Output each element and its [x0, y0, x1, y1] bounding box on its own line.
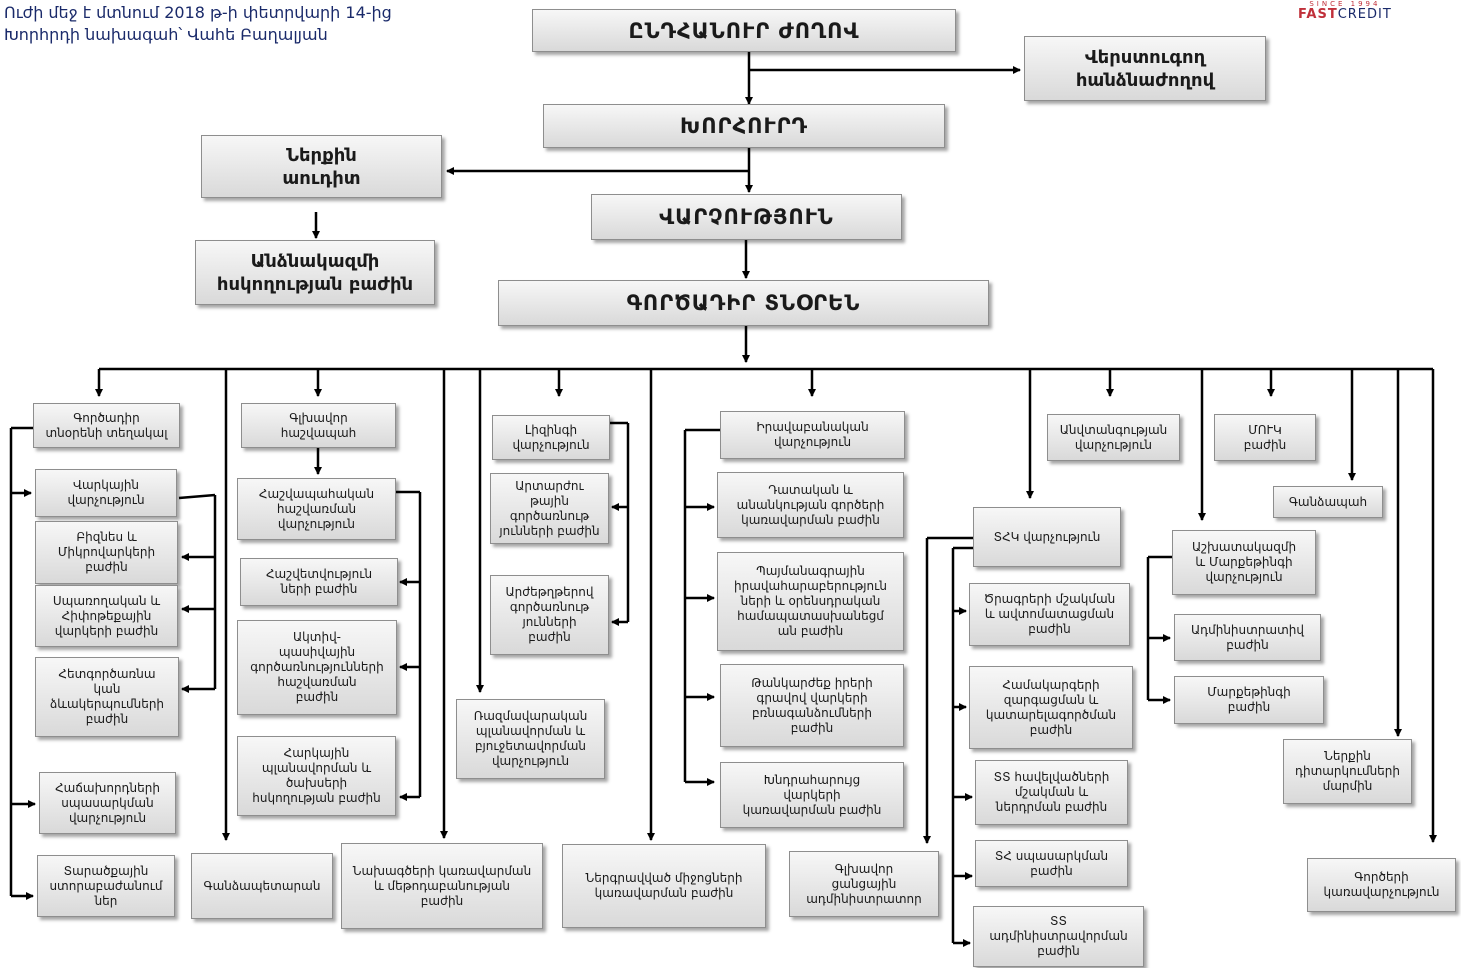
client-service-box: Հաճախորդների սպասարկման վարչություն	[39, 772, 176, 834]
general-meeting-box: ԸՆԴՀԱՆՈՒՐ ԺՈՂՈՎ	[532, 9, 956, 52]
legal-dept-box: Իրավաբանական վարչություն	[720, 411, 905, 459]
collateral-credit-box: Թանկարժեք իրերի գրավով վարկերի բռնագանձո…	[720, 664, 904, 747]
court-assets-box: Դատական և անանկության գործերի կառավարման…	[717, 472, 904, 538]
marketing-dept-box: Մարքեթինգի բաժին	[1174, 676, 1324, 724]
consumer-mortgage-box: Սպառողական և Հիփոթեքային վարկերի բաժին	[35, 585, 178, 647]
it-dept-box: ՏՀԿ վարչություն	[973, 507, 1121, 567]
internal-audit-box: Ներքին աուդիտ	[201, 135, 442, 198]
compliance-box: Անձնակազմի հսկողության բաժին	[195, 240, 435, 305]
it-support-box: ՏՏ հավելվածների մշակման և ներդրման բաժին	[975, 760, 1128, 825]
company-logo: SINCE 1994 FASTCREDIT	[1298, 0, 1392, 22]
business-micro-box: Բիզնես և Միկրովարկերի բաժին	[35, 521, 178, 584]
deputy-ceo-box: Գործադիր տնօրենի տեղակալ	[33, 403, 180, 448]
securities-ops-box: Արժեթղթերով գործառնութ յունների բաժին	[490, 575, 609, 655]
council-box: ԽՈՐՀՈՒՐԴ	[543, 104, 945, 148]
chief-accountant-box: Գլխավոր հաշվապահ	[241, 403, 396, 448]
it-admin-box: ՏՏ ադմինիստրավորման բաժին	[973, 906, 1144, 967]
hr-marketing-box: Աշխատակազմի և Մարքեթինգի վարչություն	[1172, 530, 1316, 595]
board-box: ՎԱՐՉՈՒԹՅՈՒՆ	[591, 194, 902, 240]
project-mgmt-box: Նախագծերի կառավարման և մեթոդաբանության բ…	[341, 843, 543, 929]
system-admin-box: Համակարգերի զարգացման և կատարելագործման …	[969, 666, 1133, 749]
credit-dept-box: Վարկային վարչություն	[35, 469, 177, 517]
strategic-planning-box: Ռազմավարական պլանավորման և բյուջետավորմա…	[456, 699, 605, 779]
records-mgmt-box: Գործերի կառավարչություն	[1307, 858, 1456, 912]
regional-branches-box: Տարածքային ստորաբաժանում ներ	[37, 855, 175, 917]
effective-date-note: Ուժի մեջ է մտնում 2018 թ-ի փետրվարի 14-ի…	[4, 3, 392, 44]
tax-accounting-box: Հարկային պլանավորման և ծախսերի հսկողությ…	[237, 736, 396, 816]
internal-review-box: Ներքին դիտարկումների մարմին	[1283, 739, 1412, 804]
external-auditor-box: Վերստուգող հանձնաժողով	[1024, 36, 1266, 101]
reporting-dept-box: Հաշվետվություն ների բաժին	[240, 558, 398, 606]
treasury-box: Գանձապետարան	[191, 853, 333, 919]
logo-fast-text: FAST	[1298, 7, 1338, 22]
security-dept-box: Անվտանգության վարչություն	[1047, 414, 1180, 461]
logo-since-text: SINCE 1994	[1309, 0, 1381, 8]
problem-credit-mgmt-box: Խնդրահարույց վարկերի կառավարման բաժին	[720, 762, 904, 828]
software-dev-box: Ծրագրերի մշակման և ավտոմատացման բաժին	[969, 583, 1130, 646]
logo-credit-text: CREDIT	[1337, 7, 1392, 22]
leasing-dept-box: Լիզինգի վարչություն	[492, 415, 610, 460]
ceo-box: ԳՈՐԾԱԴԻՐ ՏՆՕՐԵՆ	[498, 280, 989, 326]
chief-network-admin-box: Գլխավոր ցանցային ադմինիստրատոր	[789, 851, 939, 917]
cashier-box: Գանձապահ	[1273, 486, 1383, 518]
helpdesk-box: ՏՀ սպասարկման բաժին	[975, 840, 1128, 887]
contract-legal-box: Պայմանագրային իրավահարաբերություն ների և…	[717, 552, 904, 651]
external-ops-box: Արտարժու թային գործառնութ յունների բաժին	[490, 473, 609, 544]
problem-loans-box: Հետգործառնա կան ձևակերպումների բաժին	[35, 657, 179, 737]
accounting-dept-box: Հաշվապահական հաշվառման վարչություն	[237, 478, 396, 540]
aml-dept-box: ՄՈՒԿ բաժին	[1214, 414, 1316, 461]
attracted-funds-box: Ներգրավված միջոցների կառավարման բաժին	[562, 844, 766, 928]
admin-dept-box: Ադմինիստրատիվ բաժին	[1174, 614, 1321, 661]
asset-liability-box: Ակտիվ- պասիվային գործառնությունների հաշվ…	[237, 620, 397, 715]
